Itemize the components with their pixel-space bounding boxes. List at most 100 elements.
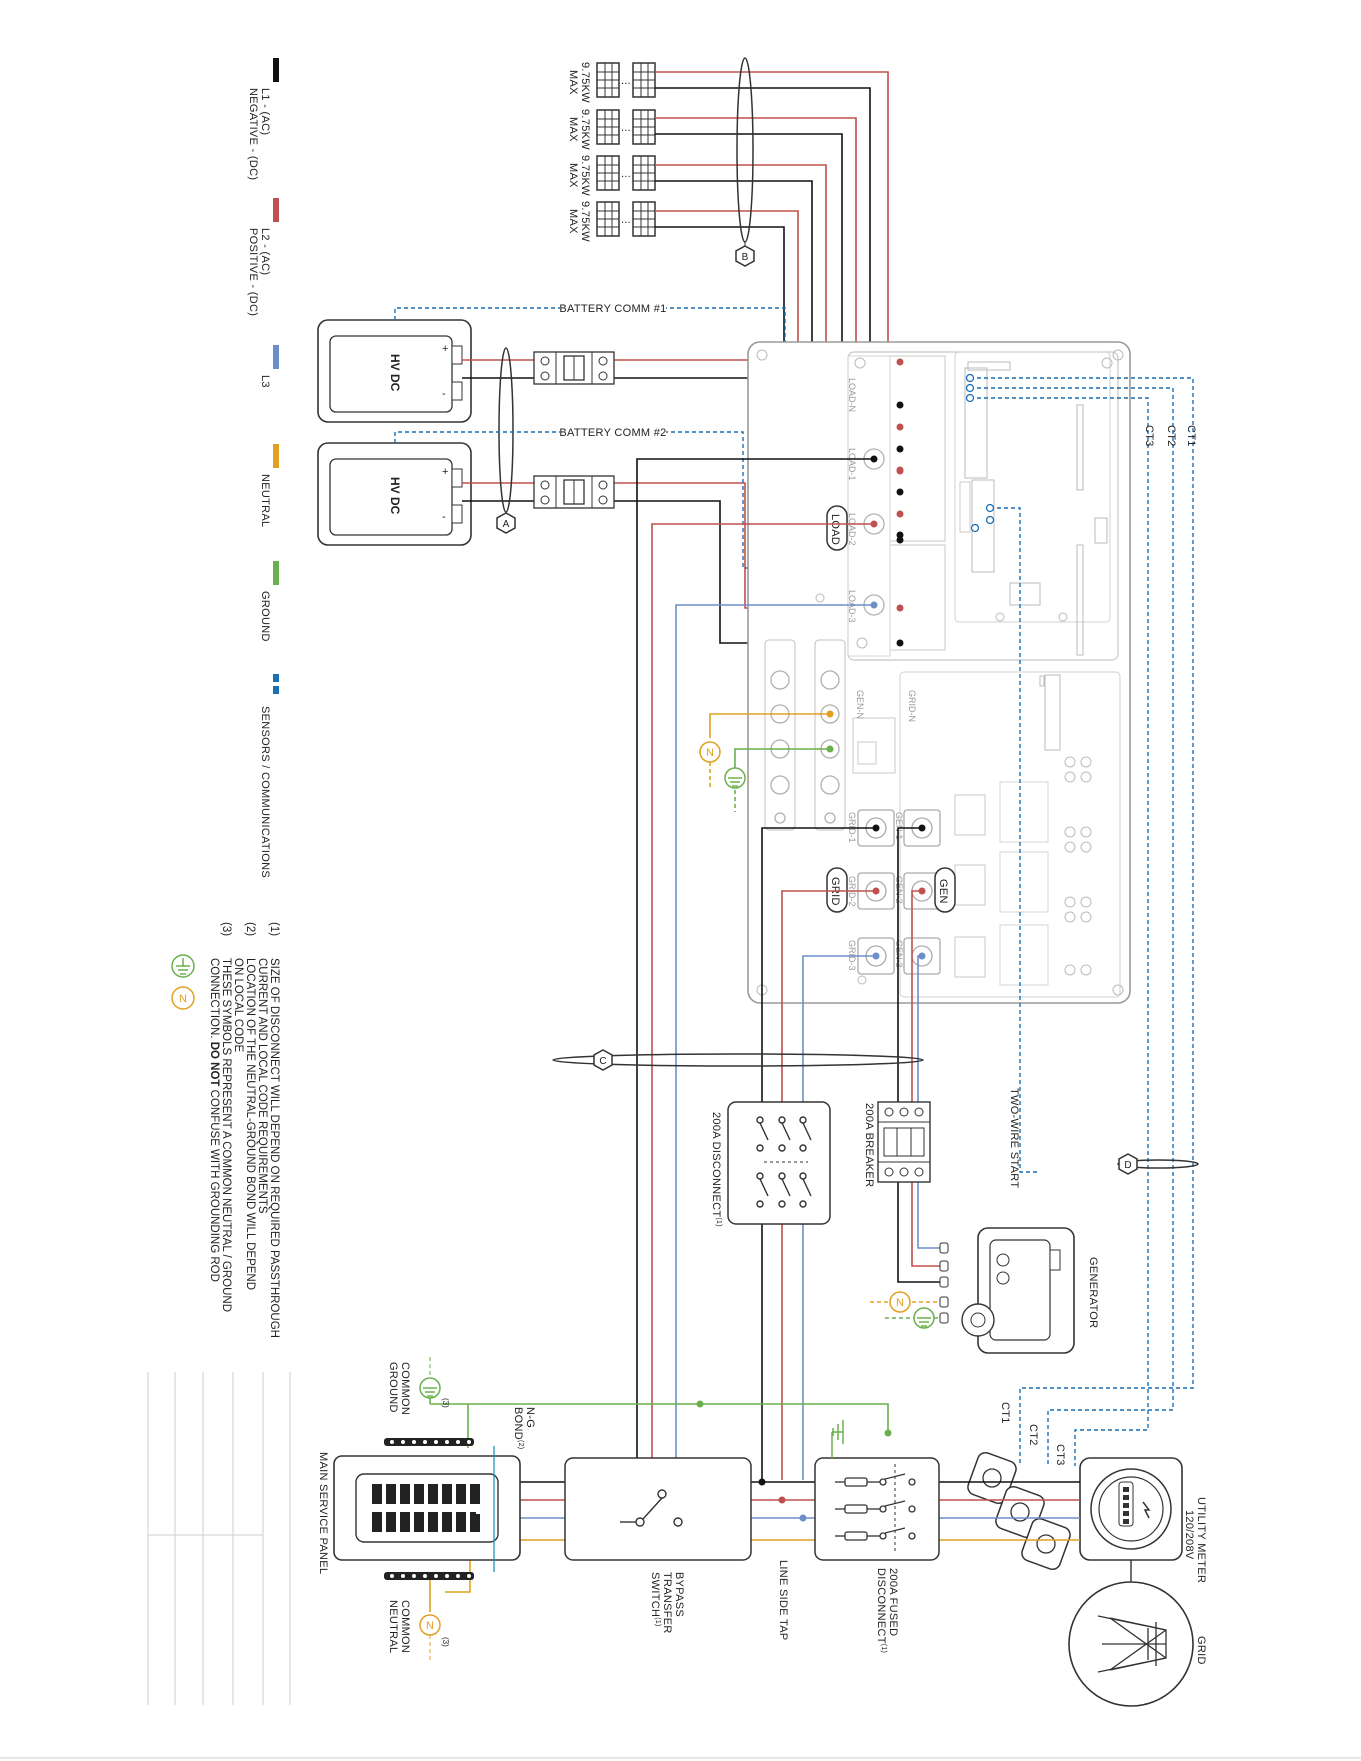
fused-disconnect-text: DISCONNECT [875, 1568, 887, 1644]
grid-wires [761, 827, 876, 1480]
common-ground-sup: (3) [441, 1398, 450, 1408]
note-3-line1: THESE SYMBOLS REPRESENT A COMMON NEUTRAL… [220, 958, 232, 1312]
battery-1-minus: - [442, 388, 446, 400]
note-3-line2-b: CONFUSE WITH GROUNDING ROD [208, 1086, 220, 1282]
callout-c-icon: C [593, 1049, 613, 1071]
legend-swatch-neutral [273, 444, 279, 468]
legend-label-comm: SENSORS / COMMUNICATIONS [259, 706, 271, 878]
pv-string-2: ... 9.75KW MAX [567, 109, 656, 150]
inverter-faint-label: GEN-2 [894, 876, 904, 904]
legend-item-l2: L2 - (AC) POSITIVE - (DC) [247, 198, 279, 316]
ng-bond-sup: (2) [517, 1440, 524, 1449]
legend-item-l3: L3 [259, 345, 279, 388]
battery-1-label: HV DC [388, 354, 402, 392]
generator-label: GENERATOR [1087, 1257, 1099, 1328]
legend-label2-l1: NEGATIVE - (DC) [247, 88, 259, 180]
pv-ellipsis: ... [621, 214, 631, 226]
generator-engine-hub [970, 1312, 986, 1328]
pv-string-4: ... 9.75KW MAX [567, 201, 656, 242]
pv-string-1: ... 9.75KW MAX [567, 62, 656, 103]
legend-item-ground: GROUND [259, 561, 279, 642]
lightning-icon [1142, 1501, 1151, 1519]
battery-1-terminal-minus [451, 381, 463, 401]
ct-comm-wires [970, 377, 1194, 1466]
inverter-screw [1101, 357, 1113, 369]
note-2-line1: LOCATION OF THE NEUTRAL-GROUND BOND WILL… [244, 958, 256, 1290]
inverter-faint-label: LOAD-3 [847, 590, 857, 623]
ct3-sensor-label: CT3 [1054, 1444, 1066, 1466]
inverter-lower-board [899, 671, 1121, 998]
inverter-connector-2 [1076, 544, 1084, 656]
pv-string-3-max: MAX [567, 163, 579, 188]
legend-item-l1: L1 - (AC) NEGATIVE - (DC) [247, 58, 279, 180]
ground-busbar [814, 639, 846, 831]
note-3-number: (3) [220, 922, 232, 936]
load-wires [636, 458, 874, 1458]
battery-1: HV DC + - [317, 319, 472, 423]
solar-panel-icon [632, 201, 656, 237]
callout-d-icon: D [1118, 1153, 1138, 1175]
legend-label-l1: L1 - (AC) [259, 88, 271, 135]
relay-box [999, 781, 1049, 843]
inverter-rj45 [1009, 582, 1041, 606]
legend-label-ground: GROUND [259, 591, 271, 642]
generator-gauge-icon [996, 1271, 1010, 1285]
grid-neutral-box [852, 717, 896, 774]
note-neutral-symbol-icon: N [171, 986, 195, 1010]
pv-string-2-max: MAX [567, 117, 579, 142]
legend-swatch-l1 [273, 58, 279, 82]
relay-box [999, 924, 1049, 986]
note-ground-symbol-icon [171, 954, 195, 978]
solar-panel-icon [632, 109, 656, 145]
load-lug-strip [847, 355, 891, 657]
ng-bond-text: BOND [512, 1407, 524, 1440]
inverter-faint-label: GEN-N [855, 690, 865, 719]
relay-coil [954, 794, 986, 836]
note-3-line2-a: CONNECTION. [208, 958, 220, 1042]
pv-array: ... 9.75KW MAX ... 9.75KW MAX [567, 62, 656, 242]
pv-string-1-rating: 9.75KW [579, 62, 591, 103]
chassis-screws [756, 349, 1124, 996]
relay-screws [1064, 756, 1092, 976]
legend: L1 - (AC) NEGATIVE - (DC) L2 - (AC) POSI… [247, 58, 279, 878]
legend-label-l2: L2 - (AC) [259, 228, 271, 275]
battery-1-face [329, 335, 453, 413]
lug-dots [872, 824, 926, 960]
inverter-ribbon-tab [1039, 675, 1045, 687]
note-2-line2: ON LOCAL CODE [232, 958, 244, 1052]
inverter-faint-label: LOAD-2 [847, 513, 857, 546]
inverter-ribbon [1044, 674, 1061, 751]
pv-string-1-max: MAX [567, 70, 579, 95]
gen-tag-text: GEN [937, 879, 949, 904]
solar-panel-icon [632, 62, 656, 98]
inverter-screw [995, 612, 1005, 622]
fused-disconnect-sup: (1) [880, 1644, 887, 1653]
ct2-sensor-label: CT2 [1027, 1424, 1039, 1446]
solar-panel-icon [596, 109, 620, 145]
callout-b-letter: B [742, 252, 749, 263]
legend-swatch-comm-b [273, 686, 279, 694]
battery-comm-1-label: BATTERY COMM #1 [559, 303, 666, 315]
pv-string-4-max: MAX [567, 209, 579, 234]
inverter-faint-label: GRID-N [907, 690, 917, 722]
fused-disconnect-label-1: 200A FUSED [887, 1568, 899, 1636]
ct3-label: CT3 [1143, 425, 1155, 447]
busbar-wires [709, 713, 830, 812]
inverter-screw [854, 357, 866, 369]
pv-ellipsis: ... [621, 122, 631, 134]
ground-wires [429, 1395, 889, 1448]
load-tag: LOAD [826, 505, 848, 551]
ng-bond-label-1: N-G [524, 1407, 536, 1428]
pv-string-3: ... 9.75KW MAX [567, 155, 656, 196]
callout-b-icon: B [735, 242, 755, 267]
utility-meter-label-2: 120/208V [1183, 1510, 1195, 1560]
neutral-lug-dot [826, 710, 834, 718]
generator-terminals [939, 1242, 949, 1324]
bypass-transfer-switch [564, 1457, 752, 1561]
bypass-label-3-text: SWITCH [649, 1572, 661, 1617]
two-wire-start-label: TWO-WIRE START [1008, 1088, 1020, 1188]
pv-ellipsis: ... [621, 168, 631, 180]
disconnect-200a-sup: (1) [715, 1217, 722, 1226]
callout-c-letter: C [599, 1056, 606, 1067]
